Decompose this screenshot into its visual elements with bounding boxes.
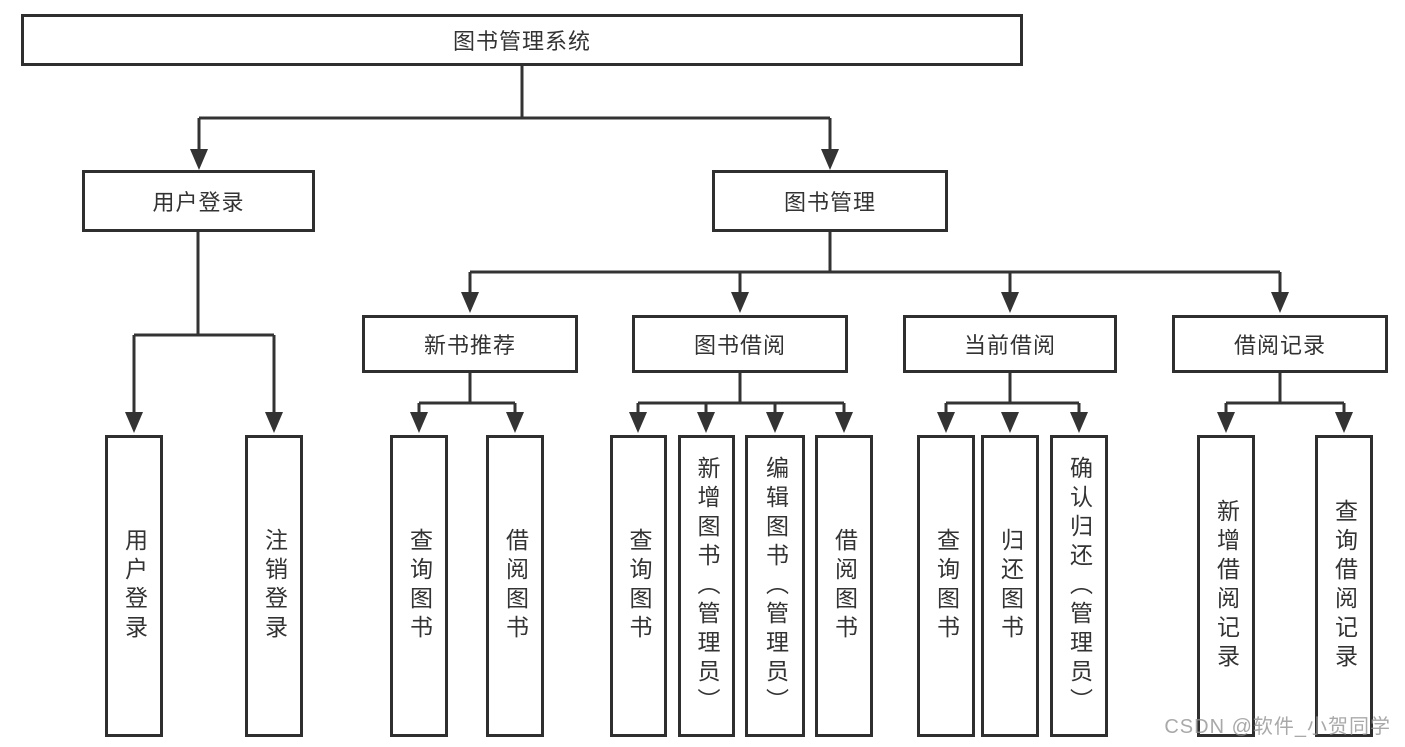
leaf-records-add-record-label: 新增借阅记录	[1213, 499, 1240, 673]
leaf-records-query-record-label: 查询借阅记录	[1331, 499, 1358, 673]
node-book-management-label: 图书管理	[783, 190, 876, 215]
leaf-borrow-add-books: 新增图书（管理员）	[678, 435, 735, 737]
node-borrow-records-label: 借阅记录	[1233, 333, 1326, 358]
leaf-recommend-borrow-books: 借阅图书	[486, 435, 544, 737]
node-book-borrow: 图书借阅	[632, 315, 848, 373]
node-book-management: 图书管理	[712, 170, 948, 232]
node-current-borrow: 当前借阅	[903, 315, 1117, 373]
leaf-logout: 注销登录	[245, 435, 303, 737]
watermark: CSDN @软件_小贺同学	[1164, 716, 1391, 738]
leaf-user-login-label: 用户登录	[121, 528, 148, 644]
node-borrow-records: 借阅记录	[1172, 315, 1388, 373]
leaf-borrow-borrow-books-label: 借阅图书	[831, 528, 858, 644]
leaf-current-query-books-label: 查询图书	[933, 528, 960, 644]
leaf-current-return-books-label: 归还图书	[997, 528, 1024, 644]
node-new-book-recommend-label: 新书推荐	[423, 333, 516, 358]
node-library-system-label: 图书管理系统	[452, 29, 591, 54]
leaf-current-return-books: 归还图书	[981, 435, 1039, 737]
node-library-system: 图书管理系统	[21, 14, 1023, 66]
leaf-borrow-edit-books: 编辑图书（管理员）	[745, 435, 805, 737]
leaf-recommend-query-books-label: 查询图书	[406, 528, 433, 644]
leaf-records-add-record: 新增借阅记录	[1197, 435, 1255, 737]
node-user-login: 用户登录	[82, 170, 315, 232]
leaf-recommend-borrow-books-label: 借阅图书	[502, 528, 529, 644]
leaf-logout-label: 注销登录	[261, 528, 288, 644]
leaf-borrow-query-books-label: 查询图书	[626, 528, 652, 644]
leaf-recommend-query-books: 查询图书	[390, 435, 448, 737]
leaf-current-query-books: 查询图书	[917, 435, 975, 737]
leaf-current-confirm-return-label: 确认归还（管理员）	[1066, 455, 1093, 717]
leaf-borrow-add-books-label: 新增图书（管理员）	[694, 455, 720, 717]
node-book-borrow-label: 图书借阅	[693, 333, 786, 358]
node-new-book-recommend: 新书推荐	[362, 315, 578, 373]
node-user-login-label: 用户登录	[152, 190, 245, 215]
node-current-borrow-label: 当前借阅	[963, 333, 1056, 358]
leaf-borrow-edit-books-label: 编辑图书（管理员）	[762, 455, 789, 717]
leaf-user-login: 用户登录	[105, 435, 163, 737]
leaf-current-confirm-return: 确认归还（管理员）	[1050, 435, 1108, 737]
leaf-borrow-query-books: 查询图书	[610, 435, 667, 737]
leaf-records-query-record: 查询借阅记录	[1315, 435, 1373, 737]
leaf-borrow-borrow-books: 借阅图书	[815, 435, 873, 737]
